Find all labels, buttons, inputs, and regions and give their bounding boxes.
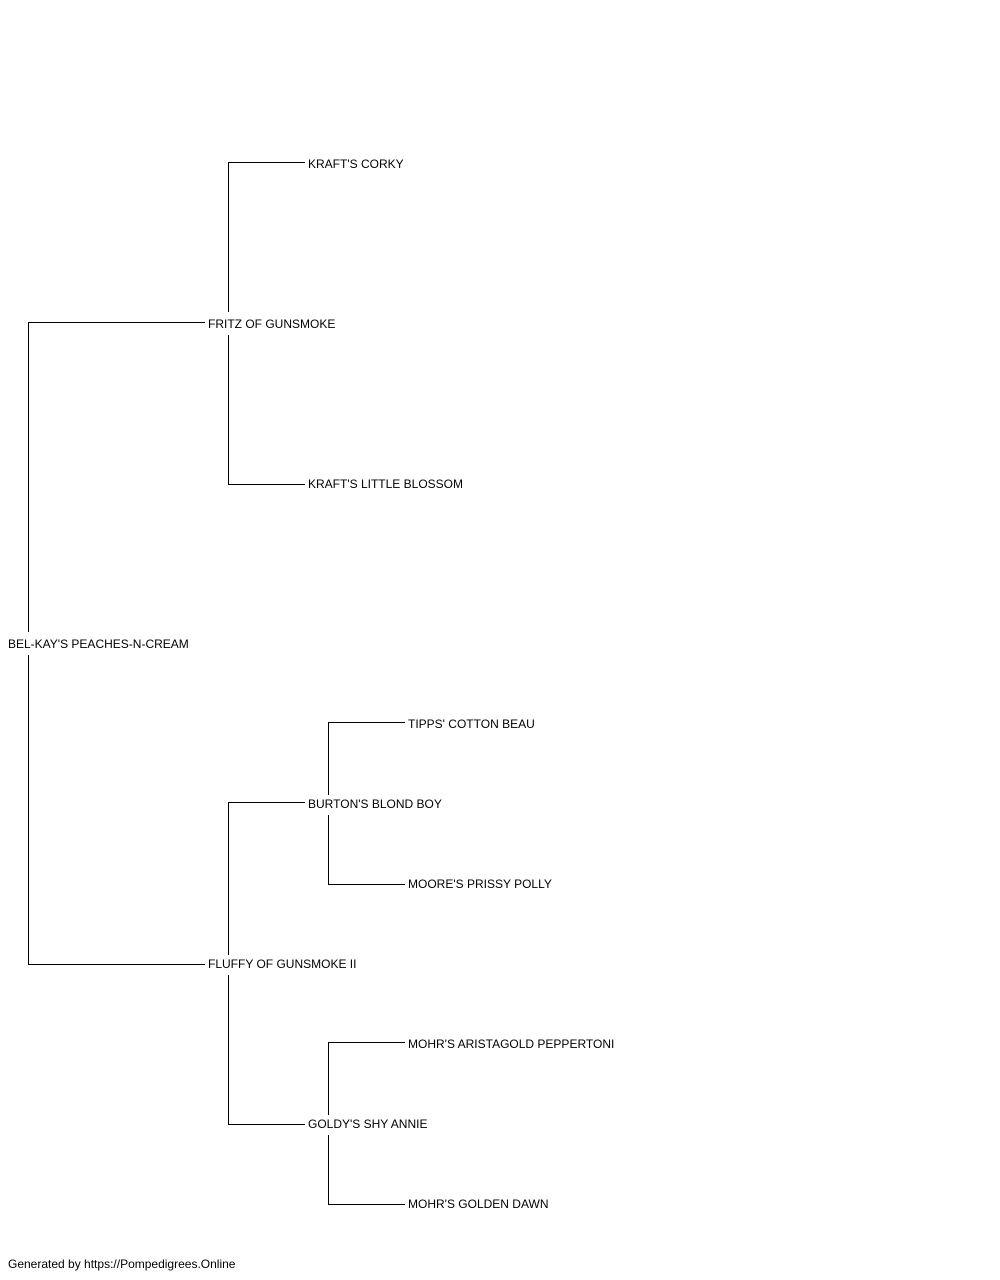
ancestor-sire-dam: KRAFT'S LITTLE BLOSSOM — [308, 477, 463, 491]
connector-dam-dam — [228, 975, 305, 1125]
connector-damsire-dam — [328, 815, 405, 885]
ancestor-dam-sire-dam: MOORE'S PRISSY POLLY — [408, 877, 552, 891]
connector-sire-sire — [228, 162, 305, 312]
ancestor-dam-sire: BURTON'S BLOND BOY — [308, 797, 442, 811]
connector-damdam-dam — [328, 1135, 405, 1205]
connector-damdam-sire — [328, 1042, 405, 1115]
connector-sire-dam — [228, 335, 305, 485]
connector-subject-dam — [28, 655, 205, 965]
ancestor-sire: FRITZ OF GUNSMOKE — [208, 317, 336, 331]
connector-dam-sire — [228, 802, 305, 955]
ancestor-dam-dam-sire: MOHR'S ARISTAGOLD PEPPERTONI — [408, 1037, 615, 1051]
pedigree-subject: BEL-KAY'S PEACHES-N-CREAM — [8, 637, 189, 651]
connector-subject-sire — [28, 322, 205, 632]
ancestor-dam-dam: GOLDY'S SHY ANNIE — [308, 1117, 428, 1131]
ancestor-dam-dam-dam: MOHR'S GOLDEN DAWN — [408, 1197, 549, 1211]
ancestor-dam: FLUFFY OF GUNSMOKE II — [208, 957, 357, 971]
ancestor-sire-sire: KRAFT'S CORKY — [308, 157, 404, 171]
generated-by-footer: Generated by https://Pompedigrees.Online — [8, 1257, 236, 1271]
connector-damsire-sire — [328, 722, 405, 795]
ancestor-dam-sire-sire: TIPPS' COTTON BEAU — [408, 717, 535, 731]
